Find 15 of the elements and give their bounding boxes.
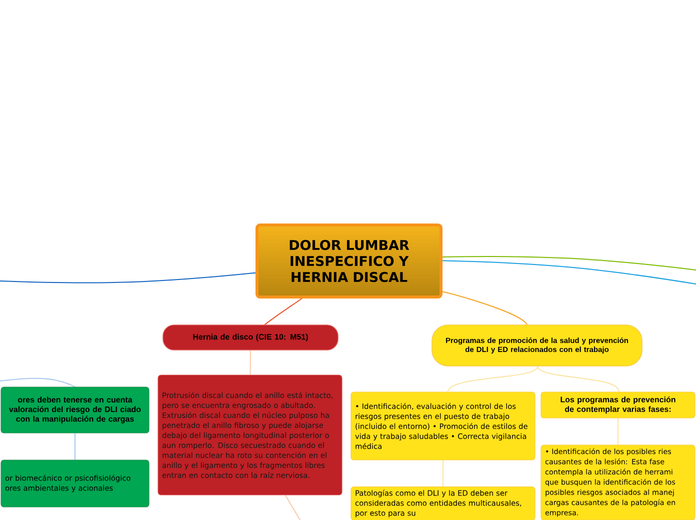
connector-line bbox=[537, 366, 620, 392]
connector-line bbox=[440, 256, 696, 270]
connector-line bbox=[447, 366, 538, 392]
connector-line bbox=[440, 260, 696, 284]
connector-line bbox=[250, 350, 251, 376]
central-topic-box: DOLOR LUMBAR INESPECIFICO Y HERNIA DISCAL bbox=[256, 224, 442, 298]
connector-line bbox=[442, 460, 444, 488]
connector-line bbox=[284, 494, 300, 520]
connector-line bbox=[74, 432, 76, 460]
topic-pill: Hernia de disco (CIE 10: M51) bbox=[162, 324, 338, 350]
text-box: Los programas de prevención de contemplar varias fases: bbox=[540, 392, 696, 418]
connector-line bbox=[264, 296, 304, 326]
text-box: ores deben tenerse en cuenta valoración del riesgo de DLI ciado con la manipulación de cargas bbox=[0, 386, 150, 434]
connector-line bbox=[0, 378, 76, 388]
connector-line bbox=[0, 272, 258, 284]
